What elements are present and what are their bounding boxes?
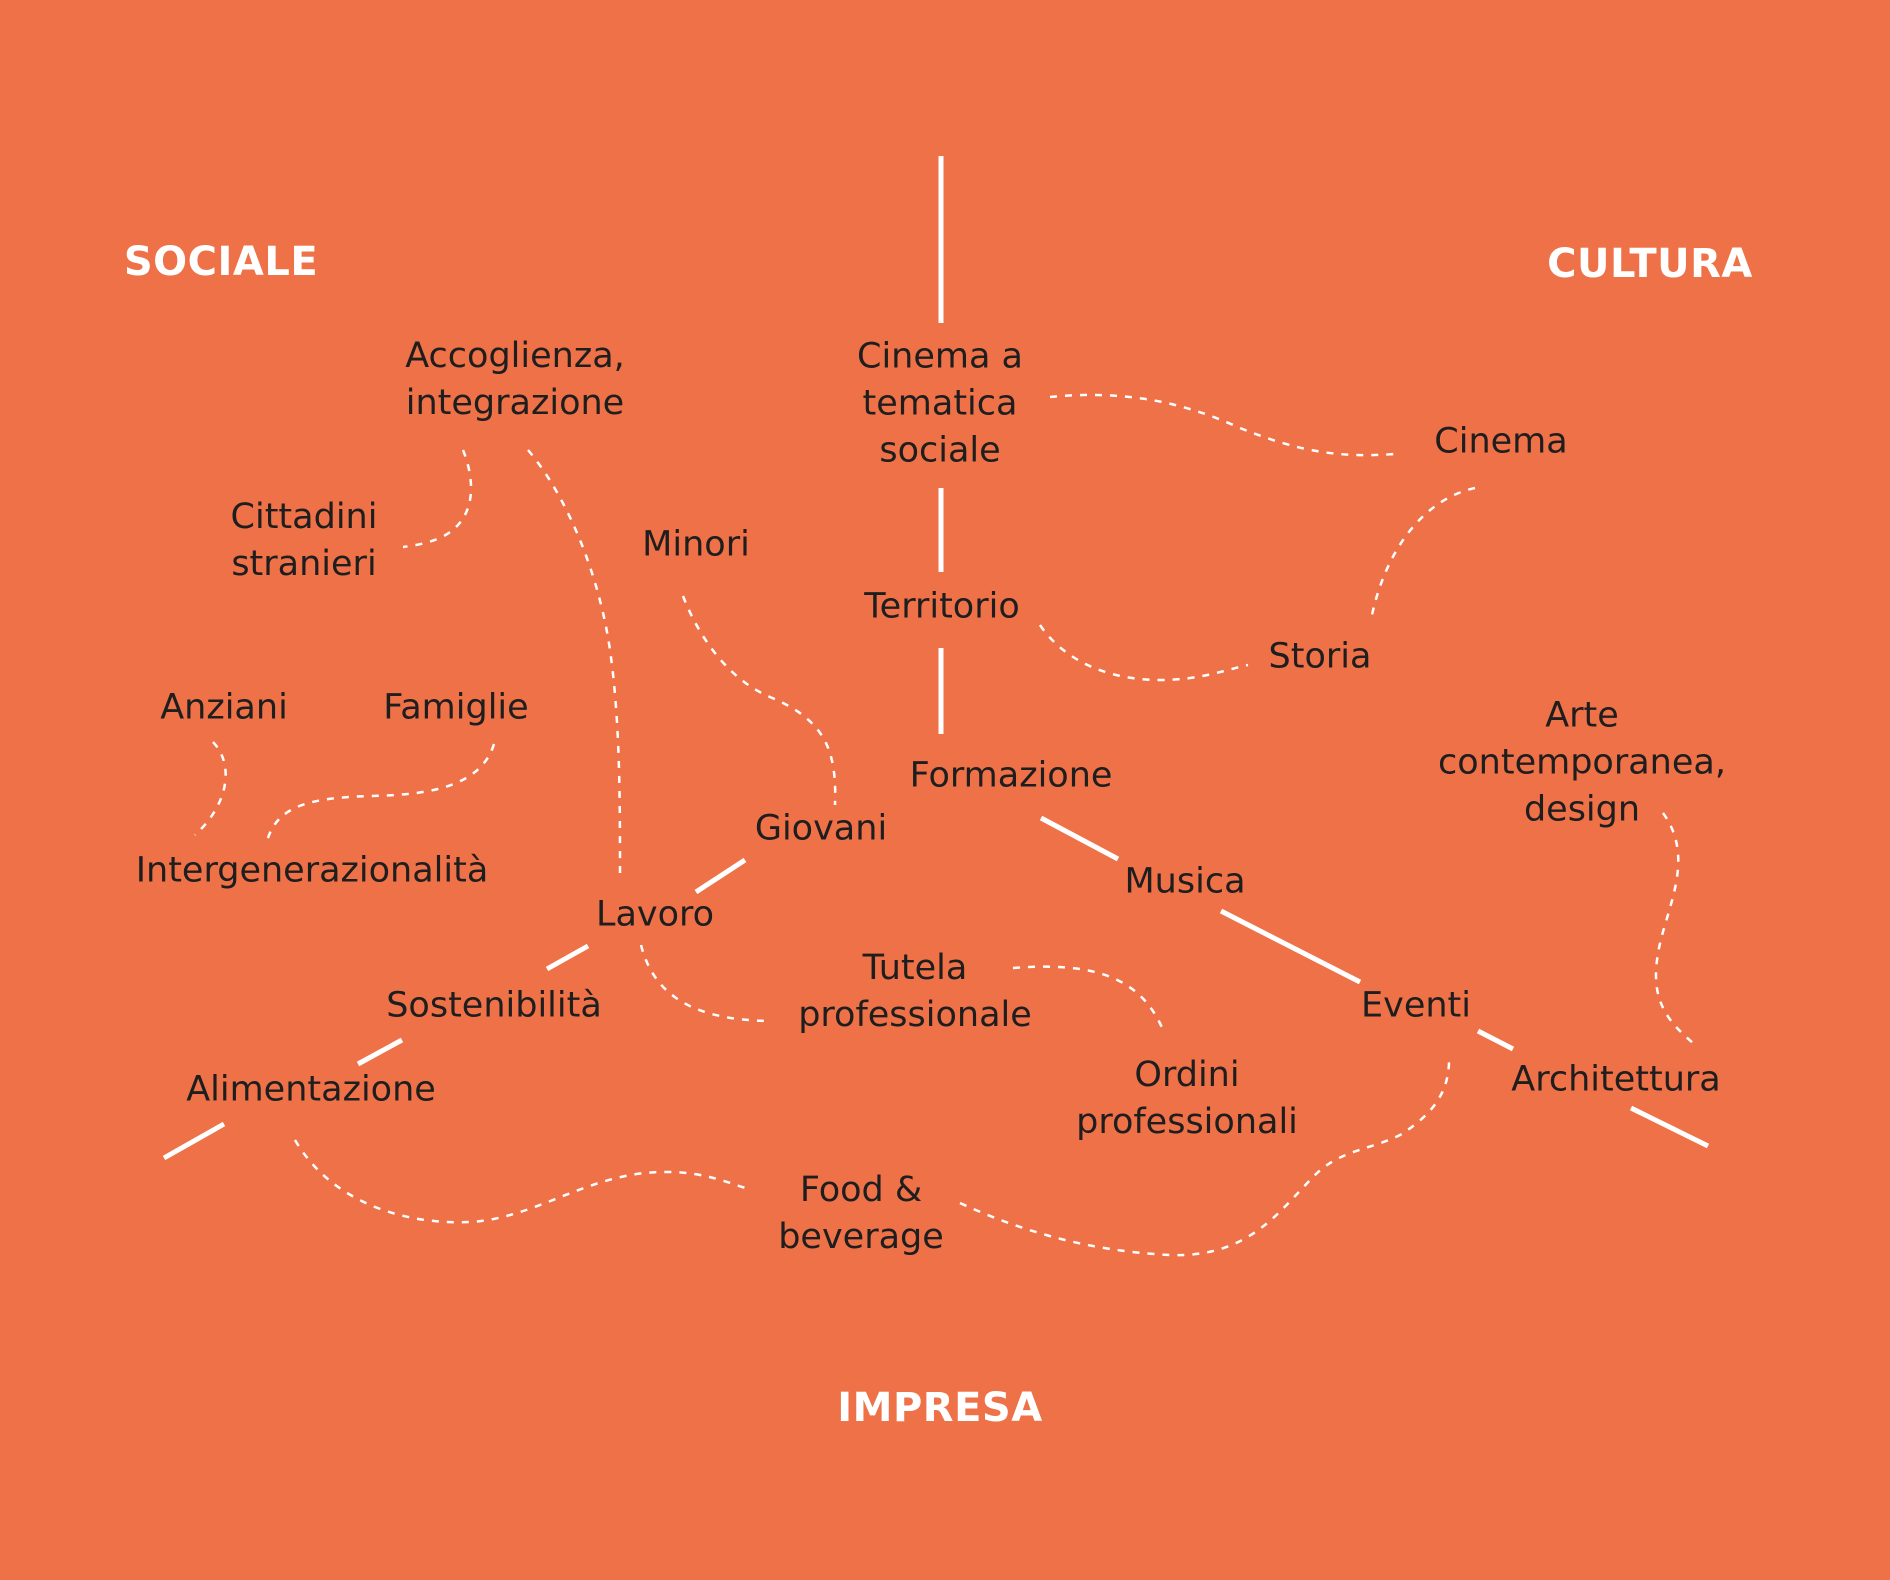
axis-segment bbox=[1219, 908, 1362, 985]
link-lavoro-tutela bbox=[639, 944, 771, 1023]
axis-segment bbox=[1476, 1028, 1515, 1052]
topic-arte-contemporanea-design: Arte contemporanea, design bbox=[1438, 695, 1726, 830]
topic-architettura: Architettura bbox=[1511, 1059, 1721, 1100]
topic-eventi: Eventi bbox=[1361, 985, 1471, 1026]
category-impresa: IMPRESA bbox=[837, 1385, 1043, 1431]
link-alimentazione-food bbox=[293, 1139, 753, 1224]
link-famiglie-intergenerazionalita bbox=[264, 743, 496, 846]
topic-musica: Musica bbox=[1124, 861, 1246, 902]
topic-alimentazione: Alimentazione bbox=[186, 1069, 436, 1110]
axis-segment bbox=[1039, 815, 1120, 862]
topic-storia: Storia bbox=[1268, 636, 1372, 677]
topic-territorio: Territorio bbox=[864, 586, 1020, 627]
topic-famiglie: Famiglie bbox=[383, 687, 529, 728]
category-cultura: CULTURA bbox=[1547, 241, 1753, 287]
link-food-eventi bbox=[959, 1054, 1451, 1257]
link-tutela-ordini bbox=[1012, 965, 1165, 1031]
link-accoglienza-cittadini bbox=[402, 449, 473, 549]
link-territorio-storia bbox=[1038, 624, 1249, 682]
link-accoglienza-lavoro bbox=[527, 449, 622, 876]
axis-segment bbox=[162, 1121, 226, 1161]
topic-lavoro: Lavoro bbox=[595, 894, 715, 935]
topic-cinema-tematica-sociale: Cinema a tematica sociale bbox=[857, 336, 1023, 471]
axis-segment bbox=[694, 857, 747, 895]
axis-segment bbox=[1629, 1105, 1710, 1149]
axis-segment bbox=[356, 1037, 404, 1067]
topic-intergenerazionalita: Intergenerazionalità bbox=[135, 850, 489, 891]
link-anziani-intergenerazionalita bbox=[194, 741, 227, 836]
topic-cittadini-stranieri: Cittadini stranieri bbox=[230, 497, 378, 584]
topic-formazione: Formazione bbox=[909, 755, 1113, 796]
axis-segment bbox=[545, 943, 590, 972]
link-minori-giovani bbox=[681, 595, 837, 806]
link-arte-architettura bbox=[1654, 812, 1694, 1044]
topic-accoglienza-integrazione: Accoglienza, integrazione bbox=[405, 336, 625, 423]
topic-minori: Minori bbox=[642, 524, 750, 565]
category-sociale: SOCIALE bbox=[123, 239, 319, 285]
topic-anziani: Anziani bbox=[160, 687, 288, 728]
topic-food-beverage: Food & beverage bbox=[778, 1170, 944, 1257]
link-cinema-storia bbox=[1370, 486, 1476, 616]
link-cinema-tematica-cinema bbox=[1049, 393, 1396, 457]
topic-cinema: Cinema bbox=[1434, 421, 1568, 462]
topic-giovani: Giovani bbox=[754, 808, 888, 849]
topic-tutela-professionale: Tutela professionale bbox=[798, 948, 1032, 1035]
topic-sostenibilita: Sostenibilità bbox=[386, 985, 602, 1026]
topic-ordini-professionali: Ordini professionali bbox=[1076, 1055, 1298, 1142]
